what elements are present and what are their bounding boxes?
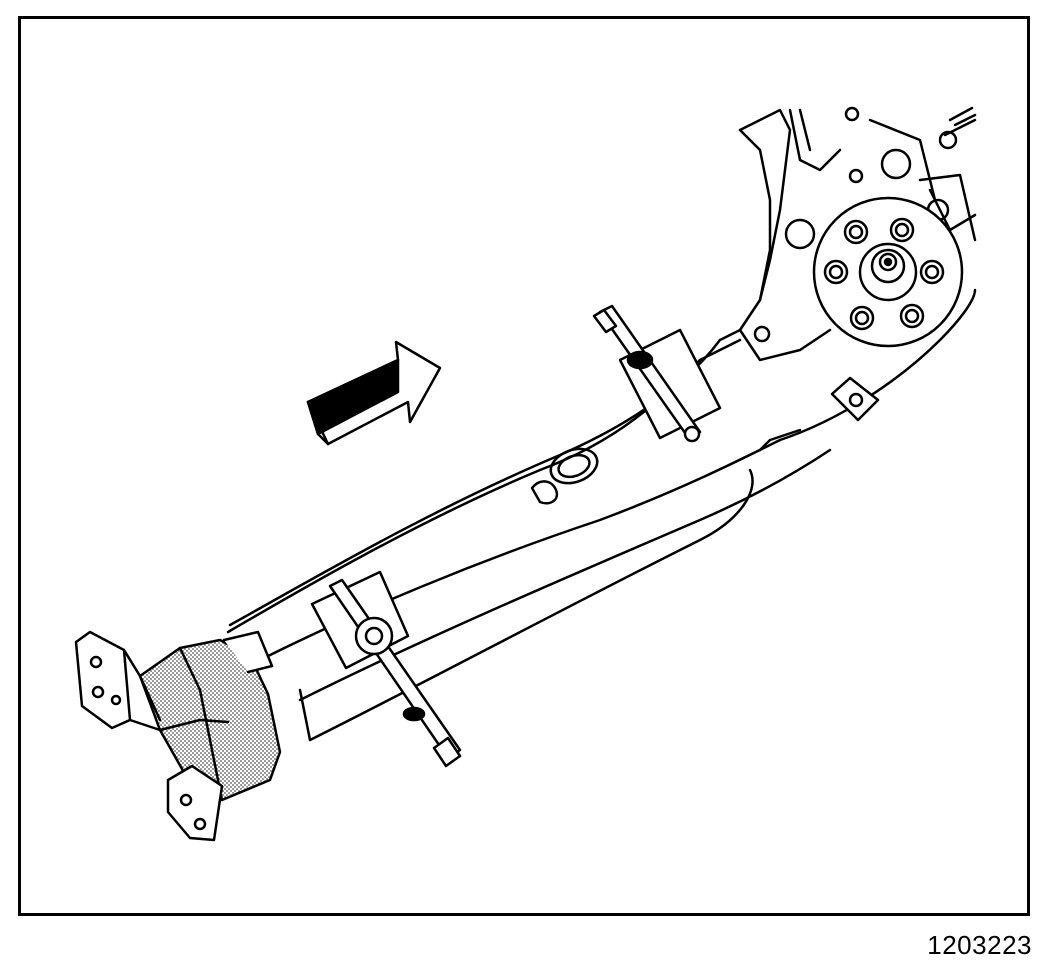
rear-tab-bracket	[830, 376, 880, 422]
figure-number: 1203223	[927, 930, 1032, 960]
wheel-hub	[812, 196, 964, 348]
lower-clamp-tool	[310, 570, 462, 768]
direction-arrow-icon	[306, 340, 442, 446]
front-bracket-assembly	[74, 630, 282, 842]
upper-clamp-tool	[592, 304, 722, 443]
